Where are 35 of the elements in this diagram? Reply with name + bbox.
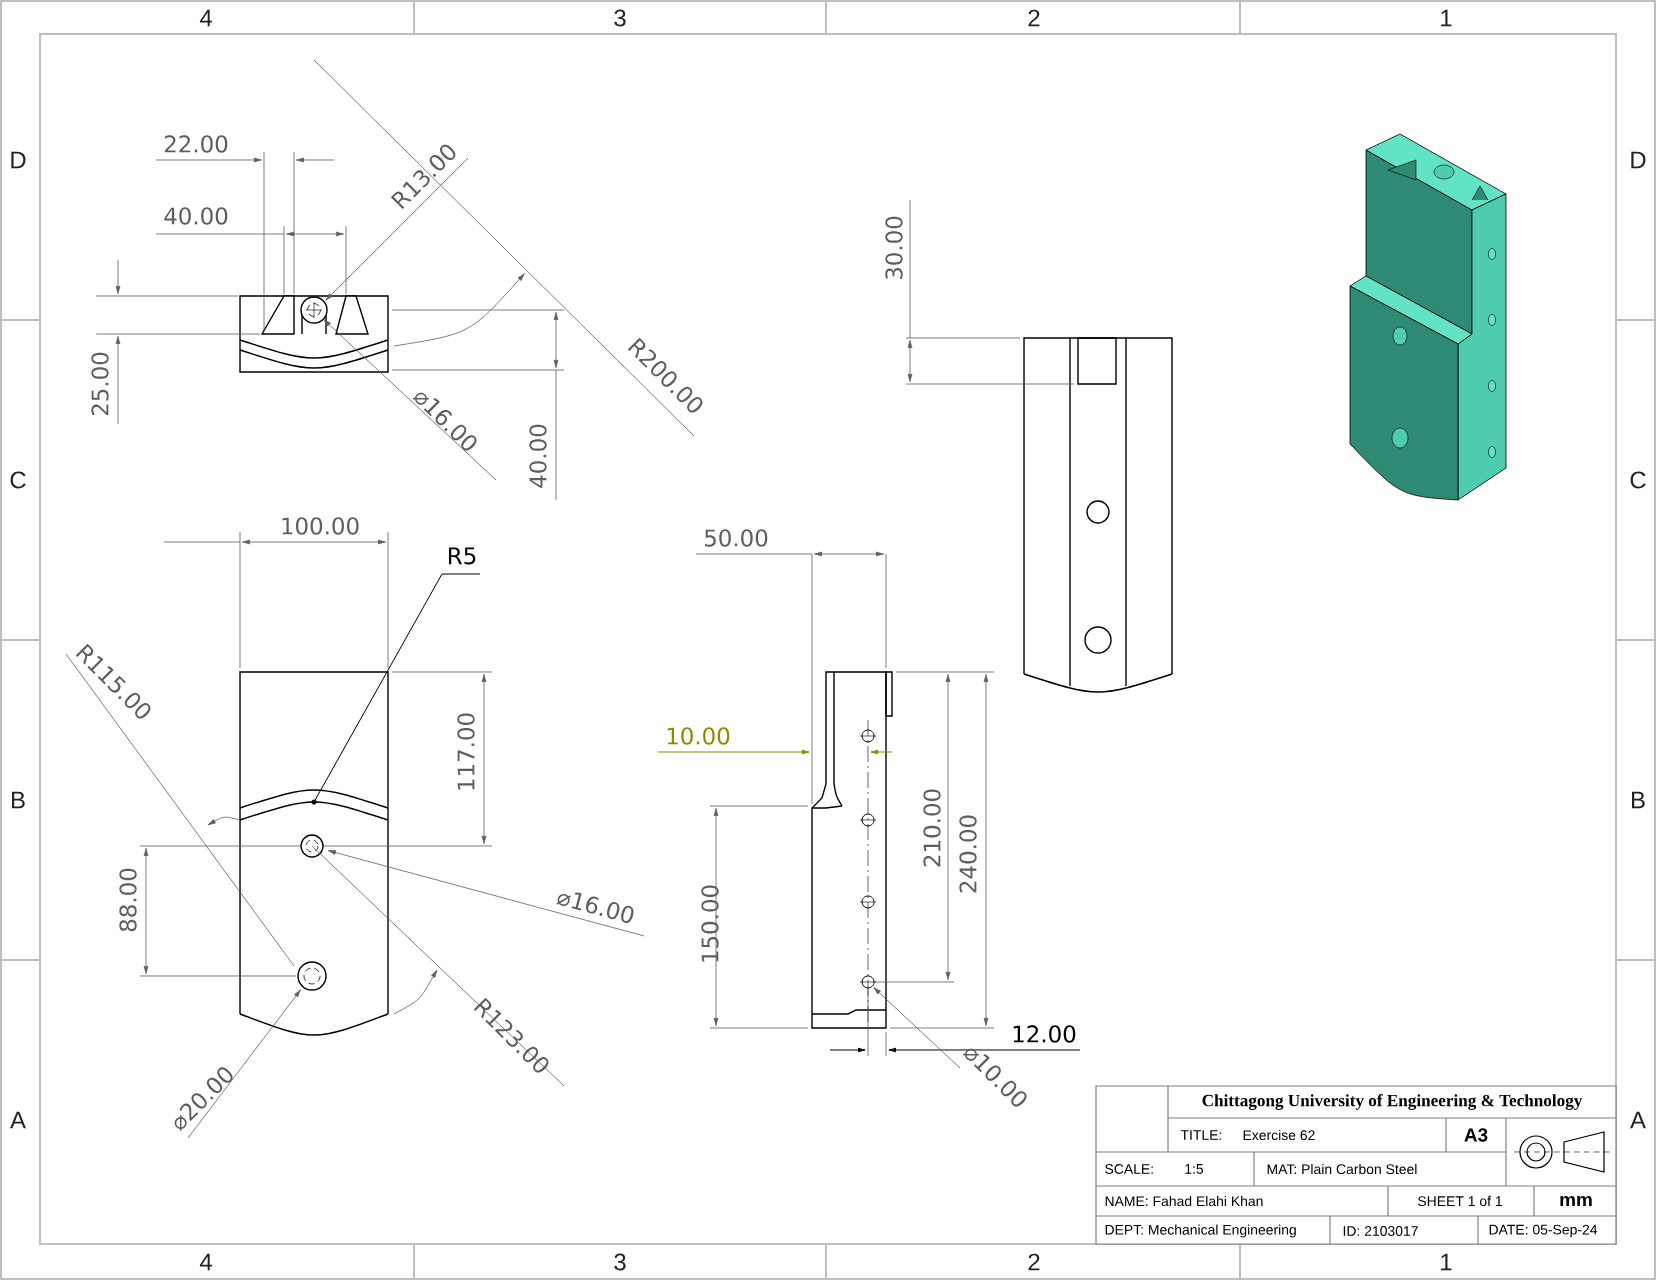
dimension-value: 30.00 — [885, 216, 903, 280]
dimension-value: 10.00 — [667, 727, 730, 745]
dimension-value: 22.00 — [164, 135, 228, 153]
zone-letter: C — [1630, 471, 1646, 489]
university-name: Chittagong University of Engineering & Technology — [1202, 1094, 1583, 1110]
zone-number: 4 — [199, 9, 212, 27]
dimension-value: 50.00 — [705, 529, 768, 547]
title-block-field: A3 — [1464, 1128, 1488, 1142]
dimension-value: 210.00 — [923, 789, 941, 867]
dimension-value: 100.00 — [282, 517, 359, 535]
zone-number: 2 — [1028, 1253, 1040, 1271]
zone-letter: B — [1632, 791, 1645, 809]
zone-letter: B — [12, 791, 25, 809]
dimension-value: 117.00 — [457, 713, 475, 790]
zone-letter: A — [1630, 1111, 1646, 1129]
zone-letter: D — [1631, 151, 1646, 169]
zone-number: 1 — [1441, 1253, 1452, 1271]
dimension-value: R5 — [449, 547, 476, 565]
dimension-value: 25.00 — [91, 352, 109, 416]
dimension-value: 40.00 — [164, 207, 228, 225]
dimension-value: 150.00 — [701, 885, 719, 962]
title-block-field: mm — [1560, 1195, 1592, 1207]
zone-number: 4 — [199, 1253, 212, 1271]
zone-number: 1 — [1441, 9, 1452, 27]
zone-number: 3 — [614, 9, 626, 27]
dimension-value: 40.00 — [529, 424, 547, 488]
zone-letter: D — [11, 151, 26, 169]
dimension-value: 240.00 — [959, 815, 977, 893]
zone-letter: C — [10, 471, 26, 489]
zone-letter: A — [10, 1111, 26, 1129]
zone-number: 3 — [614, 1253, 626, 1271]
dimension-value: 88.00 — [119, 868, 137, 932]
dimension-value: ⌀16.00 — [556, 892, 634, 923]
zone-number: 2 — [1028, 9, 1040, 27]
dimension-value: 12.00 — [1013, 1025, 1076, 1043]
